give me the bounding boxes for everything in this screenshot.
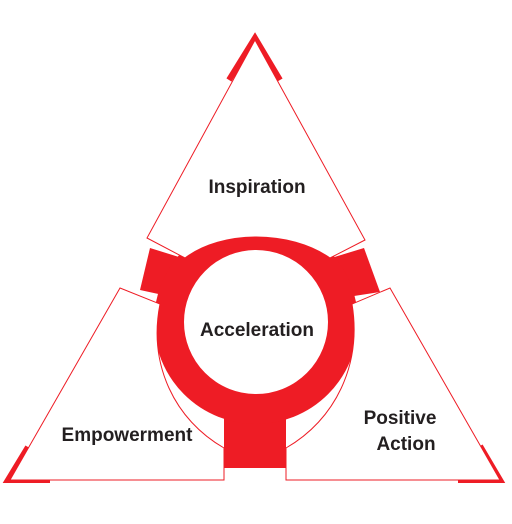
- left-label: Empowerment: [62, 425, 194, 446]
- top-corner-accent: [226, 32, 283, 82]
- top-label: Inspiration: [208, 177, 305, 198]
- right-label-line1: Positive: [364, 408, 437, 429]
- right-panel: [285, 287, 501, 481]
- left-panel: [9, 287, 225, 481]
- right-label-line2: Action: [376, 434, 435, 455]
- top-panel: [146, 38, 366, 259]
- center-label: Acceleration: [200, 320, 314, 341]
